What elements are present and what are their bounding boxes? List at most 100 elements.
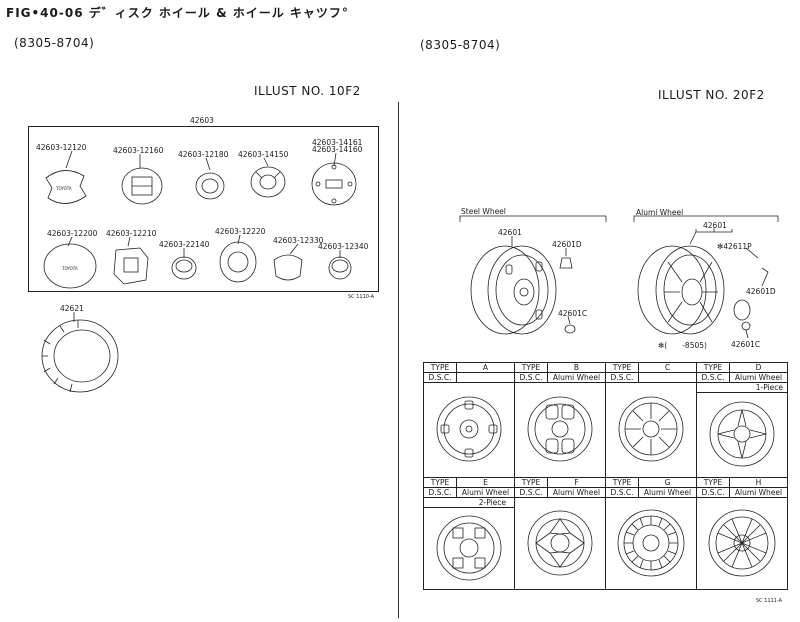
type-letter: E [456, 477, 515, 488]
cap-icon: TOYOTA [43, 243, 97, 289]
cap-group-label: 42603 [190, 116, 214, 125]
cap-icon [250, 166, 286, 198]
valve-icon [761, 267, 769, 287]
cap-part-label: 42603-12180 [178, 150, 229, 159]
wheel-ring-icon [41, 319, 119, 393]
cap-part-label: 42603-12160 [113, 146, 164, 155]
cap-part-label: 42603-14161 [312, 138, 363, 147]
figure-title: FIG•40-06 デ゛ィスク ホイール & ホイール キャツフ° [6, 6, 349, 20]
wheel-type-h-cell [696, 497, 788, 590]
wheel-type-c-cell [605, 382, 697, 478]
cap-part-label: 42603-22140 [159, 240, 210, 249]
type-letter: H [729, 477, 788, 488]
wheel-type-a-cell [423, 382, 515, 478]
type-letter: A [456, 362, 515, 373]
wheel-face-icon [708, 509, 776, 576]
type-label: TYPE [514, 362, 548, 373]
wheel-type-e-cell [423, 507, 515, 590]
steel-wheel-part: 42601 [498, 228, 522, 237]
cap-icon [219, 241, 257, 283]
piece-d-label: 1-Piece [696, 381, 788, 394]
steel-wheel-part-c: 42601C [558, 309, 588, 318]
wheel-face-icon [527, 510, 593, 575]
alumi-wheel-part-c: 42601C [731, 340, 761, 349]
cap-icon [328, 256, 352, 280]
type-letter: C [638, 362, 697, 373]
alumi-wheel-note: ✻( -8505) [658, 341, 707, 350]
wheel-type-f-cell [514, 497, 606, 590]
type-label: TYPE [605, 477, 639, 488]
type-label: TYPE [423, 362, 457, 373]
dsc-value: Alumi Wheel [456, 487, 515, 498]
dsc-value [638, 372, 697, 383]
wheel-face-icon [618, 396, 684, 462]
dsc-value: Alumi Wheel [547, 372, 606, 383]
cap-part-label: 42603-12200 [47, 229, 98, 238]
cap-icon [113, 247, 149, 285]
illust-no-left: ILLUST NO. 10F2 [254, 84, 361, 98]
dsc-label: D.S.C. [423, 372, 457, 383]
alumi-wheel-part-p: ✻42611P [717, 242, 752, 251]
type-letter: G [638, 477, 697, 488]
wheel-face-icon [527, 396, 593, 462]
wheel-face-icon [617, 509, 685, 576]
steel-wheel-part-d: 42601D [552, 240, 582, 249]
illust-no-right: ILLUST NO. 20F2 [658, 88, 765, 102]
cap-part-label: 42603-14160 [312, 145, 363, 154]
dsc-label: D.S.C. [696, 487, 730, 498]
dsc-label: D.S.C. [605, 372, 639, 383]
nut-icon [741, 321, 751, 331]
steel-wheel-title: Steel Wheel [461, 207, 506, 216]
type-letter: F [547, 477, 606, 488]
wheel-cap-box [28, 126, 379, 292]
wheel-type-d-cell [696, 392, 788, 478]
range-left: (8305-8704) [14, 36, 95, 50]
wheel-type-g-cell [605, 497, 697, 590]
alumi-wheel-part-d: 42601D [746, 287, 776, 296]
wheel-face-icon [436, 396, 502, 462]
piece-e-label: 2-Piece [423, 497, 515, 508]
wheel-type-b-cell [514, 382, 606, 478]
nut-icon [564, 324, 576, 334]
type-label: TYPE [696, 477, 730, 488]
type-letter: D [729, 362, 788, 373]
cap-icon [195, 172, 225, 200]
valve-icon [559, 257, 573, 269]
type-label: TYPE [696, 362, 730, 373]
wheel-cap-drawings: TOYOTA [41, 150, 357, 393]
cap-part-label: 42603-12120 [36, 143, 87, 152]
type-label: TYPE [514, 477, 548, 488]
center-divider [398, 102, 399, 618]
cap-part-label: 42603-12220 [215, 227, 266, 236]
wheel-face-icon [709, 401, 775, 467]
dsc-value: Alumi Wheel [638, 487, 697, 498]
dsc-value: Alumi Wheel [547, 487, 606, 498]
cap-part-label: 42603-14150 [238, 150, 289, 159]
box-code: SC 1110-A [348, 294, 375, 300]
ornament-ring-icon [733, 299, 751, 321]
dsc-label: D.S.C. [514, 372, 548, 383]
cap-part-label: 42603-12340 [318, 242, 369, 251]
type-label: TYPE [423, 477, 457, 488]
dsc-label: D.S.C. [514, 487, 548, 498]
cap-icon [171, 256, 197, 280]
ring-part-label: 42621 [60, 304, 84, 313]
svg-text:TOYOTA: TOYOTA [61, 266, 78, 271]
dsc-value: Alumi Wheel [729, 487, 788, 498]
type-label: TYPE [605, 362, 639, 373]
wheel-drawings [459, 215, 779, 339]
alumi-wheel-icon [637, 245, 725, 335]
wheel-face-icon [436, 515, 502, 580]
table-code: SC 1111-A [756, 598, 783, 604]
wheel-type-table: TYPE A TYPE B TYPE C TYPE D D.S.C. D.S.C… [423, 362, 788, 590]
dsc-value [456, 372, 515, 383]
steel-wheel-icon [470, 245, 557, 335]
cap-icon [273, 254, 303, 281]
cap-part-label: 42603-12330 [273, 236, 324, 245]
alumi-wheel-title: Alumi Wheel [636, 208, 684, 217]
svg-text:TOYOTA: TOYOTA [55, 186, 72, 191]
cap-icon [121, 167, 163, 205]
type-letter: B [547, 362, 606, 373]
alumi-wheel-part: 42601 [703, 221, 727, 230]
dsc-label: D.S.C. [605, 487, 639, 498]
